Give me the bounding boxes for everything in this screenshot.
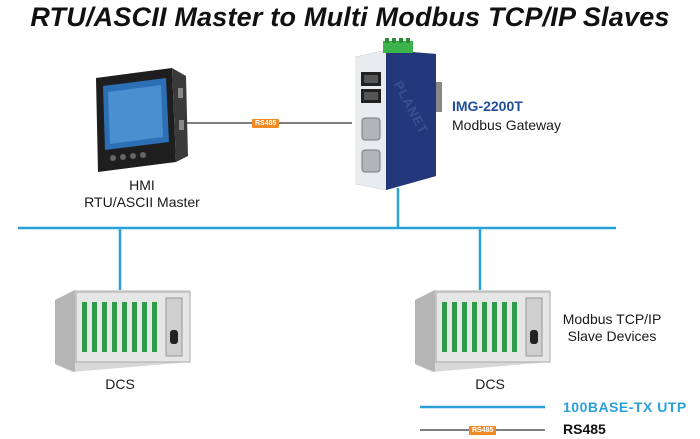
hmi-label: HMI RTU/ASCII Master <box>72 177 212 211</box>
legend-rs485-tag: RS485 <box>469 426 497 435</box>
slave-devices-line2: Slave Devices <box>567 328 657 344</box>
dcs-right-label: DCS <box>475 376 505 392</box>
hmi-label-line2: RTU/ASCII Master <box>84 194 200 210</box>
legend-ethernet-label: 100BASE-TX UTP <box>563 399 687 415</box>
dcs-left-device <box>55 290 191 372</box>
diagram-title: RTU/ASCII Master to Multi Modbus TCP/IP … <box>30 2 670 32</box>
gateway-model: IMG-2200T <box>452 98 523 114</box>
gateway-label: IMG-2200T Modbus Gateway <box>452 98 561 133</box>
slave-devices-line1: Modbus TCP/IP <box>562 311 662 327</box>
hmi-device <box>96 68 188 172</box>
slave-devices-label: Modbus TCP/IP Slave Devices <box>552 311 672 345</box>
gateway-device <box>355 38 442 190</box>
legend-rs485-label: RS485 <box>563 421 606 437</box>
gateway-description: Modbus Gateway <box>452 117 561 133</box>
hmi-label-line1: HMI <box>129 177 155 193</box>
rs485-cable-tag: RS485 <box>252 119 280 128</box>
dcs-right-device <box>415 290 551 372</box>
dcs-left-label: DCS <box>105 376 135 392</box>
